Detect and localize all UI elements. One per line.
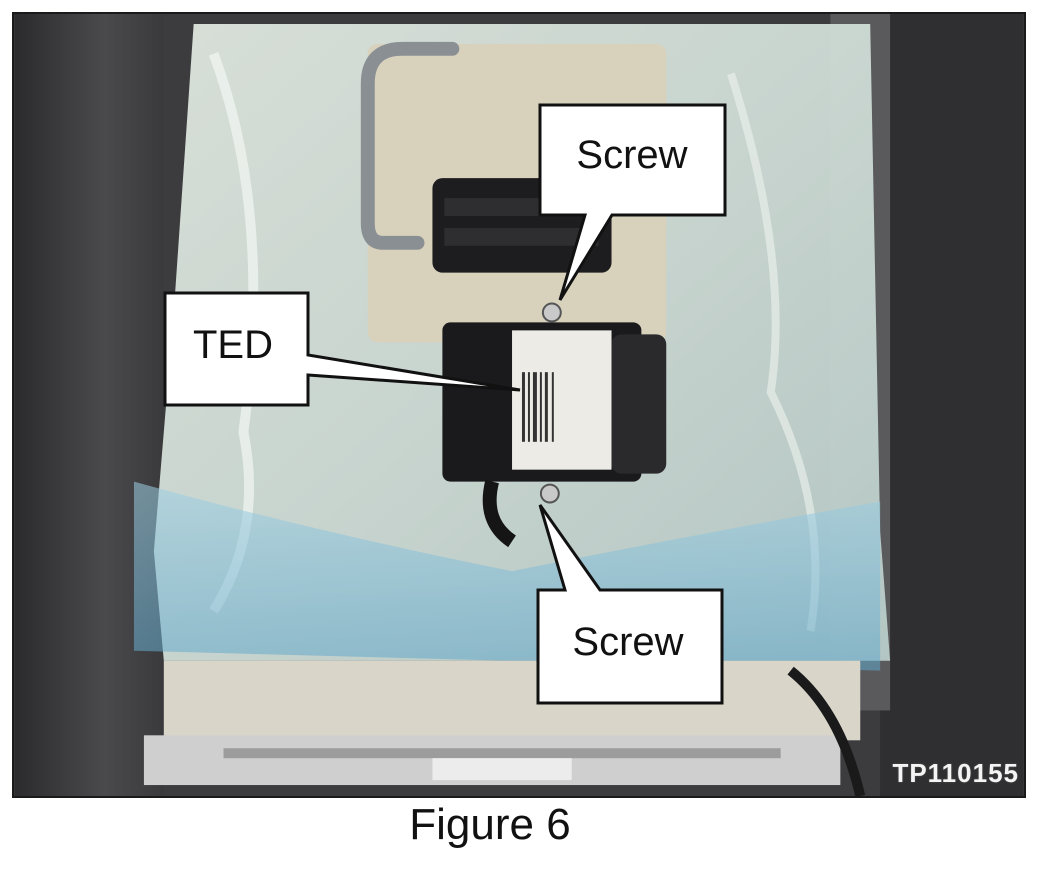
seat-side-right: [880, 14, 1024, 796]
screw-bottom: [539, 483, 560, 504]
upper-connector: [432, 178, 612, 273]
metal-rod: [360, 41, 460, 250]
seat-side-left: [14, 14, 164, 796]
photo-id-watermark: TP110155: [892, 758, 1019, 788]
lower-tray: [163, 660, 861, 741]
connector-ridge: [444, 227, 599, 246]
tray-label: [432, 758, 572, 781]
cable: [482, 479, 517, 548]
connector-ridge: [444, 198, 599, 216]
ted-label-sticker: [512, 330, 612, 470]
photo: [12, 12, 1026, 798]
ted-connector: [611, 334, 667, 474]
figure-caption: Figure 6: [409, 800, 571, 849]
photo-illustration: [14, 14, 1024, 796]
screw-top: [541, 302, 562, 323]
harness-wire: [787, 666, 866, 796]
tray-slot: [223, 748, 781, 759]
barcode: [521, 372, 554, 442]
